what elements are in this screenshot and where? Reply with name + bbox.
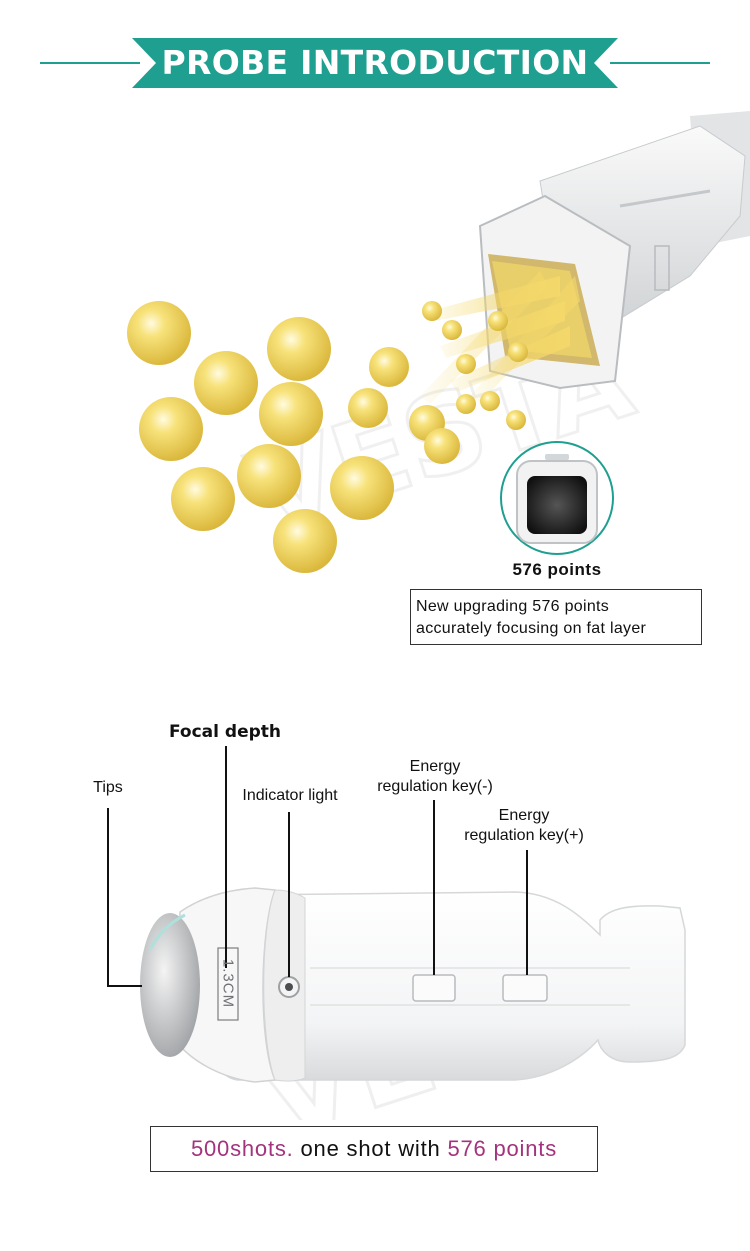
depth-mark-text: 1.3CM (219, 958, 237, 1009)
energy-minus-label: Energy regulation key(-) (360, 757, 510, 797)
footer-middle: one shot with (293, 1136, 448, 1161)
header-banner (40, 38, 710, 88)
description-line-1: New upgrading 576 points (416, 598, 610, 615)
energy-minus-label-line-1: Energy (409, 758, 461, 775)
footer-shots: 500shots. (190, 1136, 294, 1161)
description-box: New upgrading 576 points accurately focu… (410, 589, 702, 645)
footer-points: 576 points (447, 1136, 557, 1161)
points-label: 576 points (512, 560, 602, 579)
probe-tip (140, 913, 200, 1057)
description-line-2: accurately focusing on fat layer (416, 620, 647, 637)
page-title: PROBE INTRODUCTION (161, 43, 589, 82)
indicator-light-label: Indicator light (242, 787, 338, 804)
focal-depth-label: Focal depth (169, 722, 281, 742)
fat-cells (127, 301, 528, 573)
energy-plus-label: Energy regulation key(+) (440, 806, 608, 846)
callout-lines (107, 746, 528, 987)
energy-minus-key (412, 974, 456, 1002)
energy-minus-label-line-2: regulation key(-) (377, 778, 493, 795)
probe-face-closeup (500, 441, 614, 555)
energy-plus-label-line-2: regulation key(+) (464, 827, 584, 844)
depth-mark-box (217, 947, 239, 1021)
banner-ribbon (132, 38, 618, 88)
probe-scene: VESTA (127, 111, 750, 573)
tips-label: Tips (93, 779, 123, 796)
probe-diagram: VESTA (107, 746, 693, 1120)
footer-caption: 500shots. one shot with 576 points (150, 1126, 598, 1172)
energy-plus-key (502, 974, 548, 1002)
energy-plus-label-line-1: Energy (498, 807, 550, 824)
